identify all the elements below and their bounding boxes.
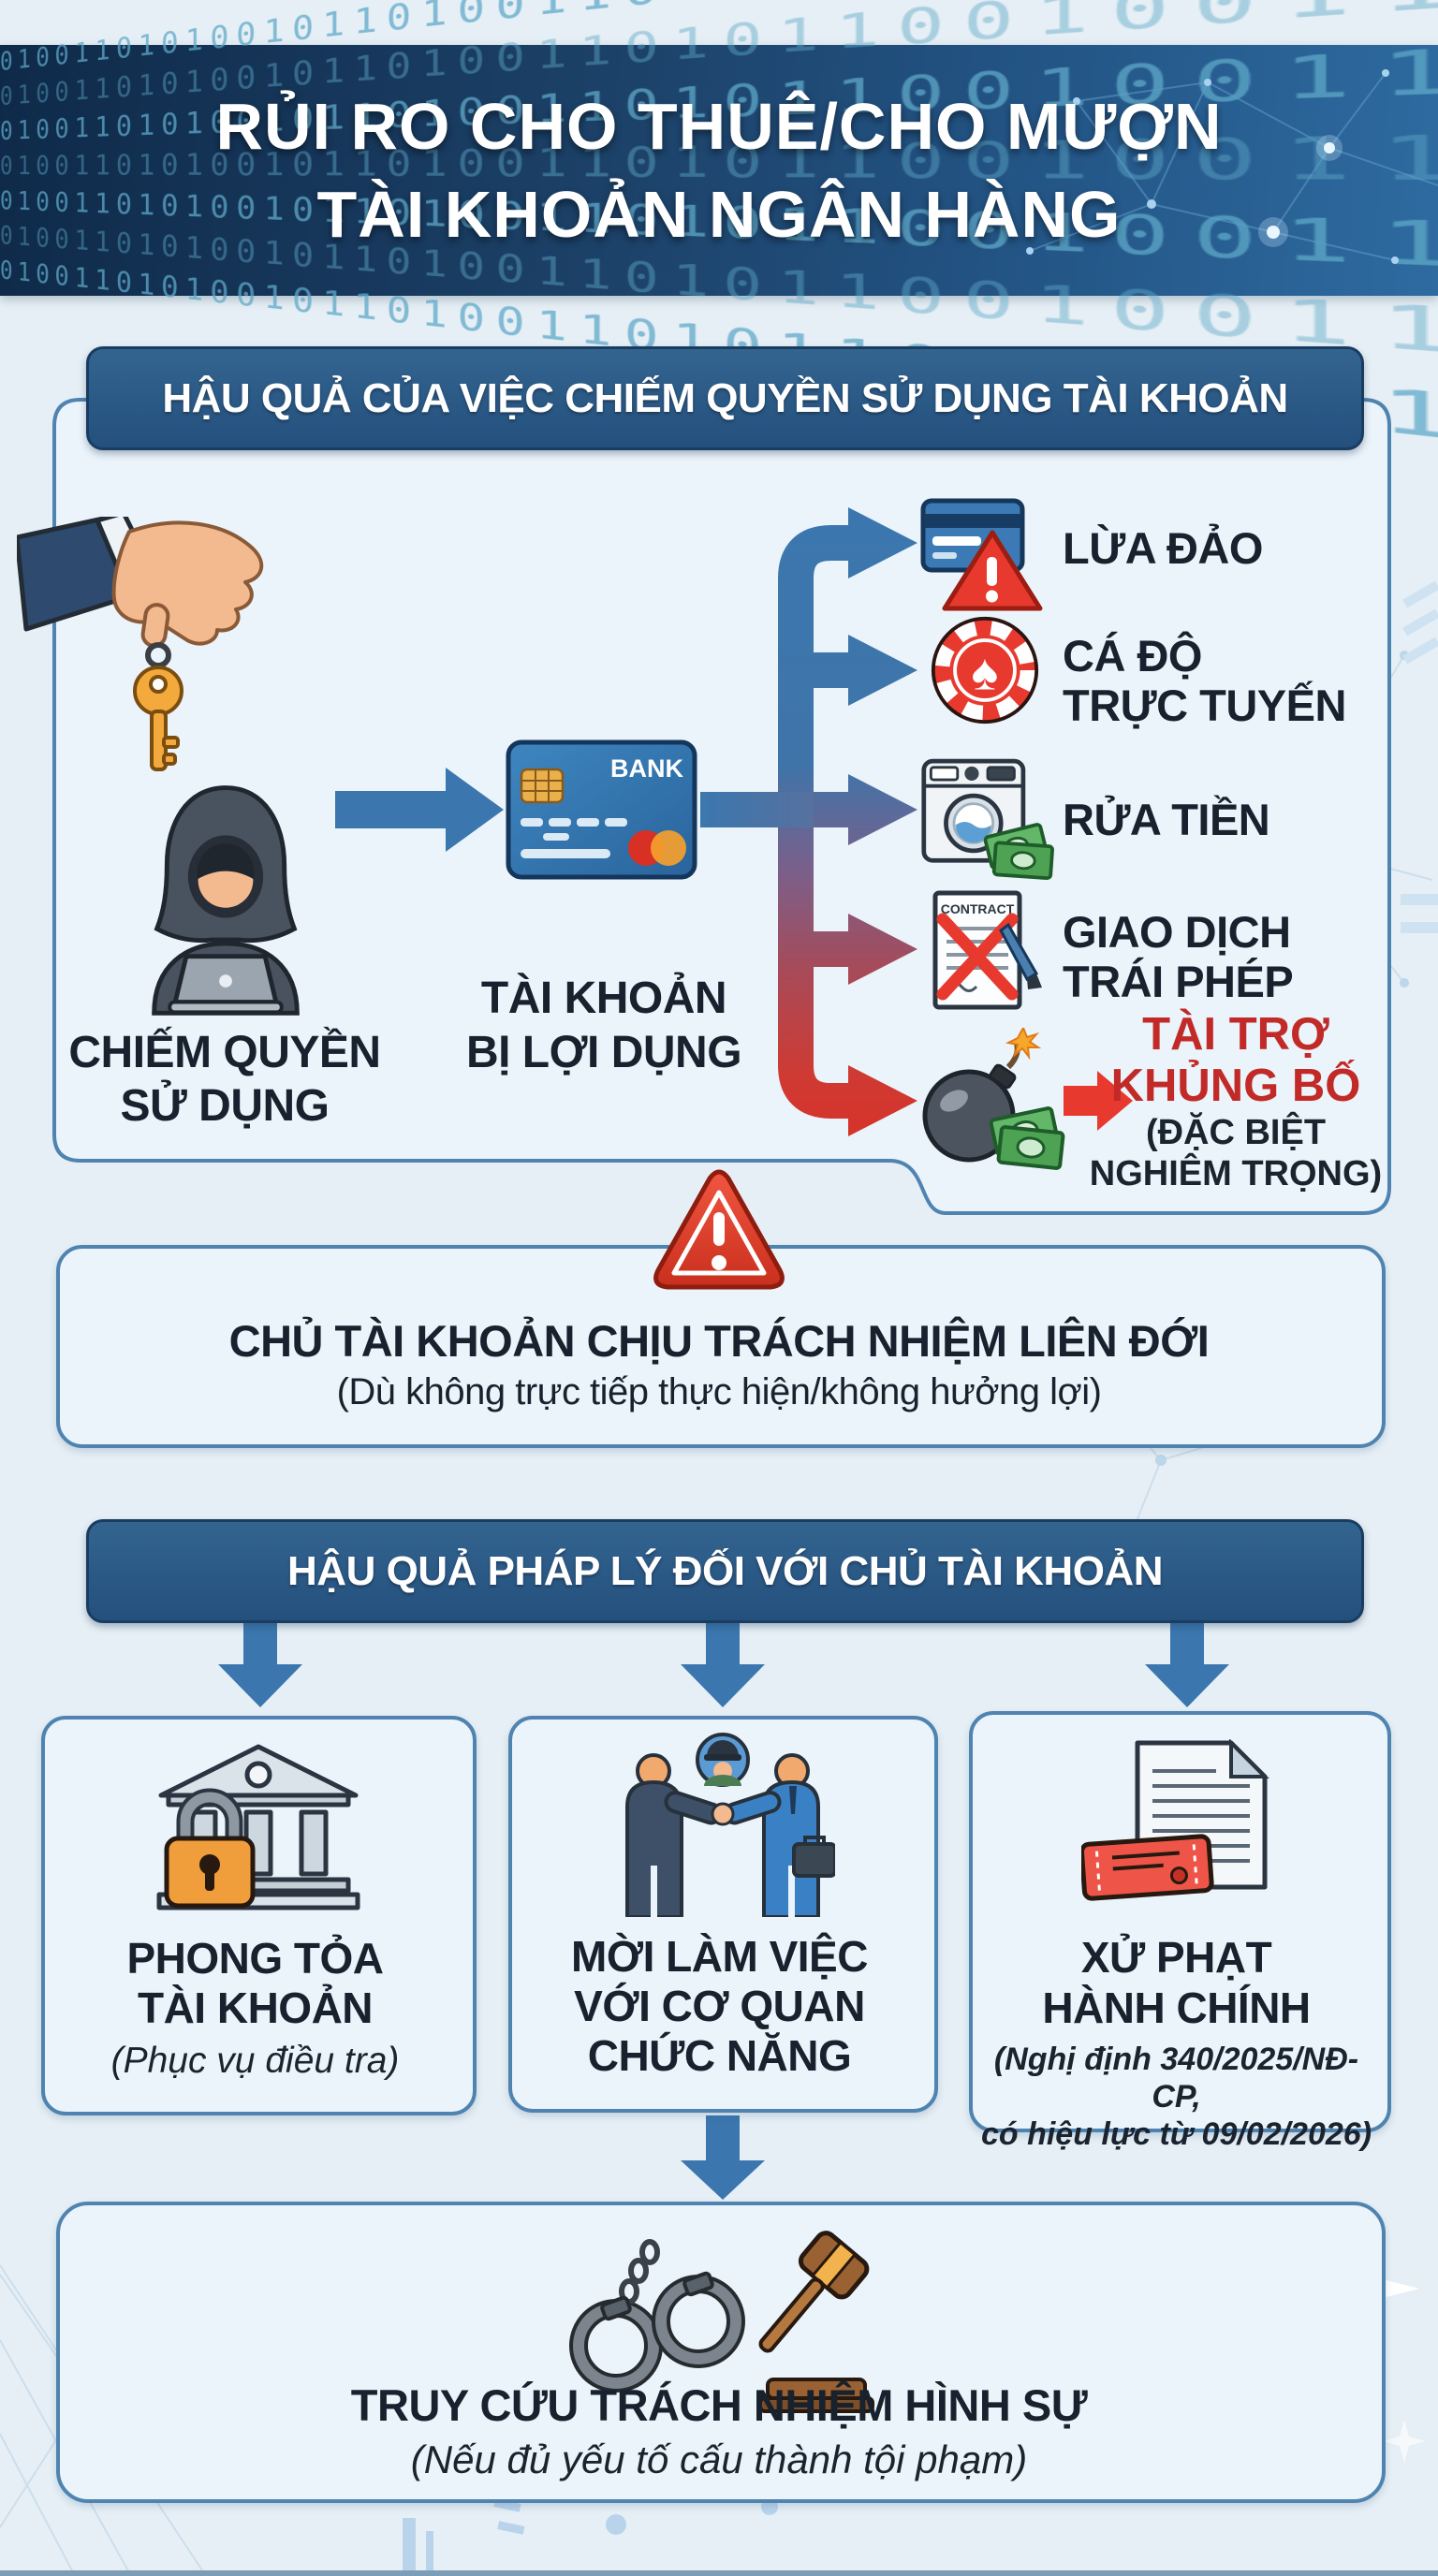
outcome-fine-note: (Nghị định 340/2025/NĐ-CP, có hiệu lực t…: [980, 2042, 1372, 2152]
bomb-money-icon: [922, 1028, 1065, 1170]
network-constellation-decor: [1026, 69, 1438, 264]
arrow-down-outcome-2: [681, 1619, 765, 1707]
hacker-icon: [152, 785, 300, 1016]
gavel-icon: [758, 2231, 874, 2413]
card-brand-text: BANK: [610, 754, 683, 783]
outcome-summon-label: MỜI LÀM VIỆC VỚI CƠ QUAN CHỨC NĂNG: [571, 1932, 868, 2080]
account-label: TÀI KHOẢN BỊ LỢI DỤNG: [465, 973, 742, 1077]
warning-triangle-icon: [653, 1169, 785, 1290]
arrow-actor-to-card: [335, 768, 504, 852]
handshake-authority-icon: [625, 1733, 835, 1917]
page-title-line2: TÀI KHOẢN NGÂN HÀNG: [316, 178, 1122, 251]
hand-giving-key-icon: [17, 517, 264, 771]
money-laundering-icon: [921, 758, 1054, 881]
handcuffs-gavel-icon: [569, 2231, 874, 2413]
spade-glyph: ♠: [972, 644, 999, 700]
branch-label-fraud: LỪA ĐẢO: [1063, 523, 1263, 573]
actor-label: CHIẾM QUYỀN SỬ DỤNG: [68, 1028, 381, 1131]
liability-subtitle: (Dù không trực tiếp thực hiện/không hưởn…: [336, 1371, 1102, 1412]
document-fine-ticket-icon: [1081, 1739, 1269, 1901]
contract-title-text: CONTRACT: [941, 901, 1015, 916]
title-banner: 0100110101001011010011010110010011010010…: [0, 45, 1438, 296]
branch-arrowheads: [848, 507, 917, 1136]
liability-title: CHỦ TÀI KHOẢN CHỊU TRÁCH NHIỆM LIÊN ĐỚI: [228, 1316, 1210, 1366]
illegal-contract-icon: CONTRACT: [932, 890, 1042, 1010]
outcome-freeze-note: (Phục vụ điều tra): [110, 2041, 400, 2081]
tech-stripe-decor: [1401, 580, 1438, 933]
bottom-edge-line: [0, 2570, 1438, 2576]
branch-label-gambling: CÁ ĐỘ TRỰC TUYẾN: [1063, 631, 1346, 730]
branch-label-laundering: RỬA TIỀN: [1063, 795, 1270, 844]
credit-card-warning-icon: [920, 498, 1043, 611]
outcome-freeze-label: PHONG TỎA TÀI KHOẢN: [126, 1934, 384, 2032]
arrow-down-outcome-3: [1145, 1619, 1229, 1707]
outcome-fine-label: XỬ PHẠT HÀNH CHÍNH: [1042, 1933, 1311, 2032]
arrow-terror-funding: [1064, 1071, 1133, 1131]
branch-label-illegal-transactions: GIAO DỊCH TRÁI PHÉP: [1063, 907, 1294, 1006]
bank-padlock-icon: [156, 1744, 360, 1910]
casino-chip-icon: ♠: [931, 616, 1039, 724]
arrow-down-criminal: [681, 2115, 765, 2200]
page-title: RỦI RO CHO THUÊ/CHO MƯỢN TÀI KHOẢN NGÂN …: [0, 45, 1438, 296]
criminal-subtitle: (Nếu đủ yếu tố cấu thành tội phạm): [410, 2437, 1028, 2481]
arrow-down-outcome-1: [218, 1619, 302, 1707]
key-icon: [133, 666, 183, 771]
branch-label-terrorism: TÀI TRỢ KHỦNG BỐ (ĐẶC BIỆT NGHIÊM TRỌNG): [1089, 1009, 1383, 1193]
criminal-title: TRUY CỨU TRÁCH NHIỆM HÌNH SỰ: [350, 2380, 1088, 2430]
page-title-line1: RỦI RO CHO THUÊ/CHO MƯỢN: [215, 90, 1223, 163]
section1-header: HẬU QUẢ CỦA VIỆC CHIẾM QUYỀN SỬ DỤNG TÀI…: [86, 346, 1364, 450]
section2-header: HẬU QUẢ PHÁP LÝ ĐỐI VỚI CHỦ TÀI KHOẢN: [86, 1519, 1364, 1623]
bank-card-icon: BANK: [506, 739, 697, 880]
